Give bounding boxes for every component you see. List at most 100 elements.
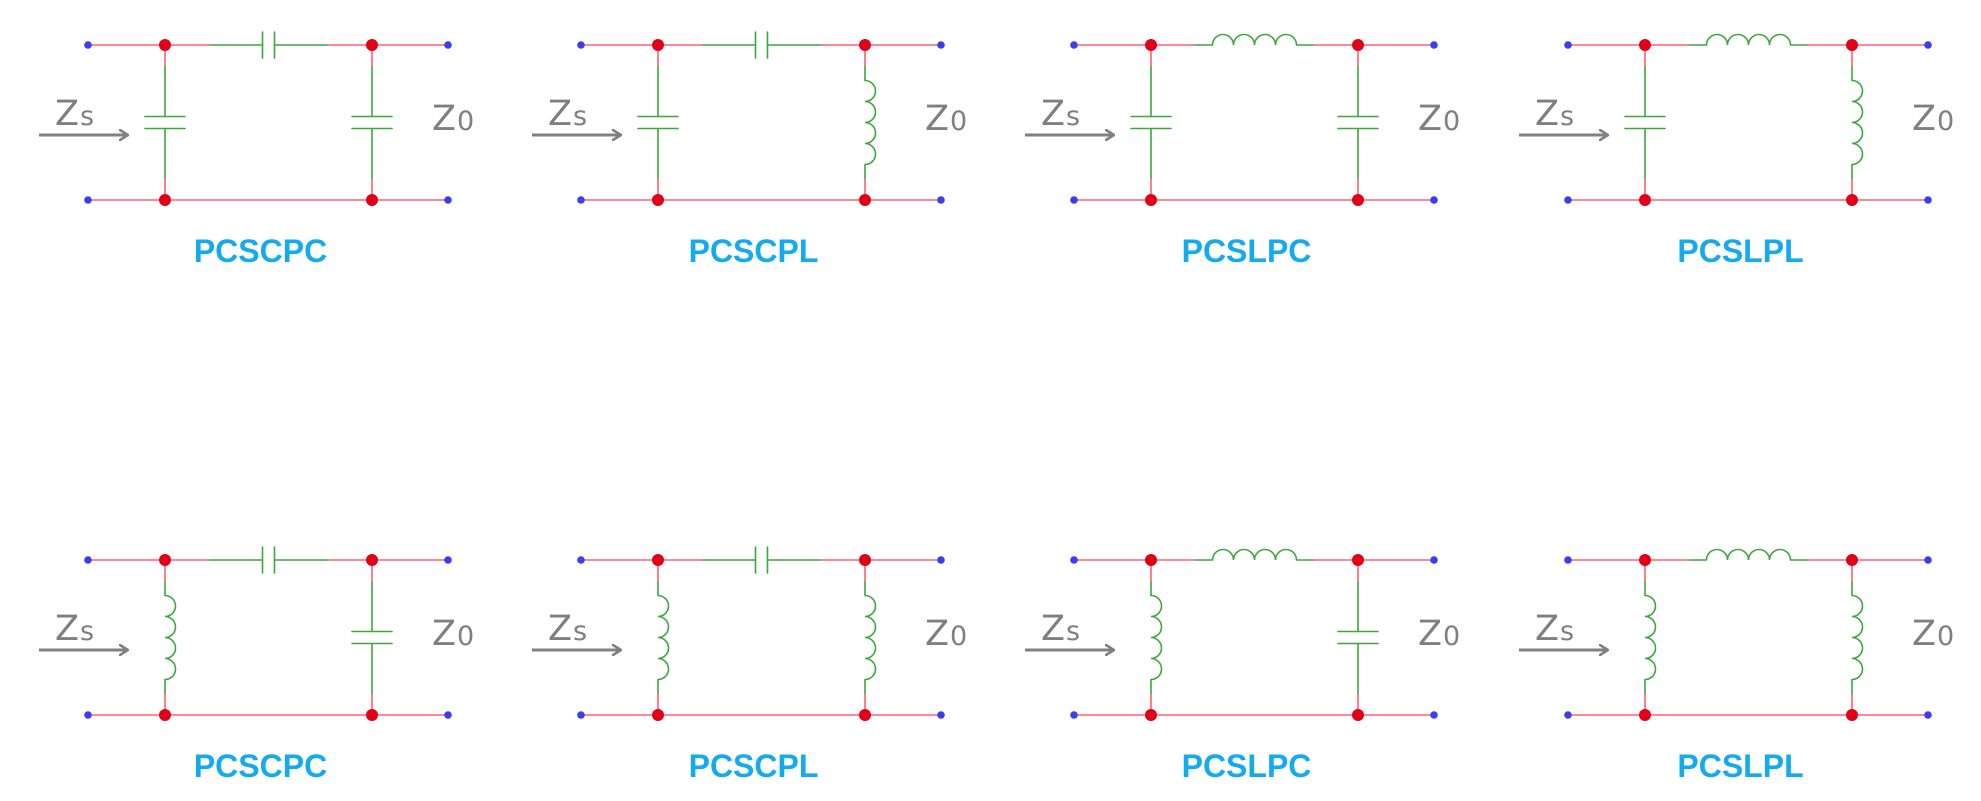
junction-node xyxy=(859,194,871,206)
inductor-coil xyxy=(1705,33,1792,46)
inductor-coil xyxy=(864,79,877,166)
terminal-dot xyxy=(1430,711,1438,719)
junction-node xyxy=(366,194,378,206)
z-subscript: s xyxy=(80,616,94,647)
z0-label: Z0 xyxy=(1418,614,1460,654)
z-letter: Z xyxy=(1418,614,1442,654)
terminal-dot xyxy=(1070,41,1078,49)
junction-node xyxy=(1846,39,1858,51)
zs-label: Zs xyxy=(1041,609,1080,649)
junction-node xyxy=(366,39,378,51)
z0-label: Z0 xyxy=(432,614,474,654)
circuit-name: PCSCPC xyxy=(194,748,327,784)
z-subscript: 0 xyxy=(1443,106,1460,137)
terminal-dot xyxy=(444,711,452,719)
z-letter: Z xyxy=(432,99,456,139)
junction-node xyxy=(1846,554,1858,566)
z-subscript: 0 xyxy=(1937,106,1954,137)
z-letter: Z xyxy=(1535,609,1559,649)
junction-node xyxy=(1639,39,1651,51)
terminal-dot xyxy=(84,711,92,719)
terminal-dot xyxy=(444,196,452,204)
junction-node xyxy=(1145,554,1157,566)
zs-label: Zs xyxy=(55,94,94,134)
terminal-dot xyxy=(1564,711,1572,719)
z-letter: Z xyxy=(1912,99,1936,139)
junction-node xyxy=(159,39,171,51)
z-letter: Z xyxy=(55,609,79,649)
junction-node xyxy=(1145,194,1157,206)
z-letter: Z xyxy=(1912,614,1936,654)
z-subscript: 0 xyxy=(457,621,474,652)
junction-node xyxy=(1639,554,1651,566)
junction-node xyxy=(1846,194,1858,206)
z-subscript: s xyxy=(80,101,94,132)
z-letter: Z xyxy=(925,99,949,139)
z-letter: Z xyxy=(1535,94,1559,134)
terminal-dot xyxy=(937,711,945,719)
terminal-dot xyxy=(1564,196,1572,204)
junction-node xyxy=(652,194,664,206)
terminal-dot xyxy=(577,41,585,49)
junction-node xyxy=(859,554,871,566)
inductor-coil xyxy=(1211,33,1298,46)
terminal-dot xyxy=(1564,556,1572,564)
z0-label: Z0 xyxy=(432,99,474,139)
circuit-name: PCSLPL xyxy=(1677,748,1803,784)
junction-node xyxy=(159,194,171,206)
z-letter: Z xyxy=(55,94,79,134)
inductor-coil xyxy=(1851,79,1864,166)
z-letter: Z xyxy=(1041,94,1065,134)
junction-node xyxy=(1352,709,1364,721)
terminal-dot xyxy=(937,41,945,49)
junction-node xyxy=(859,39,871,51)
zs-label: Zs xyxy=(1535,609,1574,649)
terminal-dot xyxy=(937,556,945,564)
zs-label: Zs xyxy=(1041,94,1080,134)
z-subscript: 0 xyxy=(950,621,967,652)
z-subscript: s xyxy=(1066,616,1080,647)
junction-node xyxy=(652,554,664,566)
terminal-dot xyxy=(1564,41,1572,49)
junction-node xyxy=(1352,554,1364,566)
z0-label: Z0 xyxy=(925,614,967,654)
junction-node xyxy=(366,554,378,566)
z0-label: Z0 xyxy=(1418,99,1460,139)
terminal-dot xyxy=(1924,41,1932,49)
inductor-coil xyxy=(864,594,877,681)
terminal-dot xyxy=(577,196,585,204)
z-letter: Z xyxy=(548,94,572,134)
z0-label: Z0 xyxy=(1912,99,1954,139)
junction-node xyxy=(159,709,171,721)
junction-node xyxy=(1639,709,1651,721)
terminal-dot xyxy=(1924,196,1932,204)
z0-label: Z0 xyxy=(925,99,967,139)
z-subscript: s xyxy=(1066,101,1080,132)
terminal-dot xyxy=(937,196,945,204)
z-subscript: s xyxy=(573,101,587,132)
z-subscript: s xyxy=(1560,101,1574,132)
junction-node xyxy=(1352,39,1364,51)
terminal-dot xyxy=(1070,556,1078,564)
terminal-dot xyxy=(1924,711,1932,719)
circuit-name: PCSCPL xyxy=(689,748,819,784)
circuit-name: PCSLPC xyxy=(1182,233,1312,269)
zs-label: Zs xyxy=(1535,94,1574,134)
terminal-dot xyxy=(1430,41,1438,49)
circuit-name: PCSLPL xyxy=(1677,233,1803,269)
junction-node xyxy=(366,709,378,721)
junction-node xyxy=(159,554,171,566)
z-subscript: 0 xyxy=(1937,621,1954,652)
inductor-coil xyxy=(164,594,177,681)
terminal-dot xyxy=(1070,196,1078,204)
z-letter: Z xyxy=(1418,99,1442,139)
junction-node xyxy=(1352,194,1364,206)
